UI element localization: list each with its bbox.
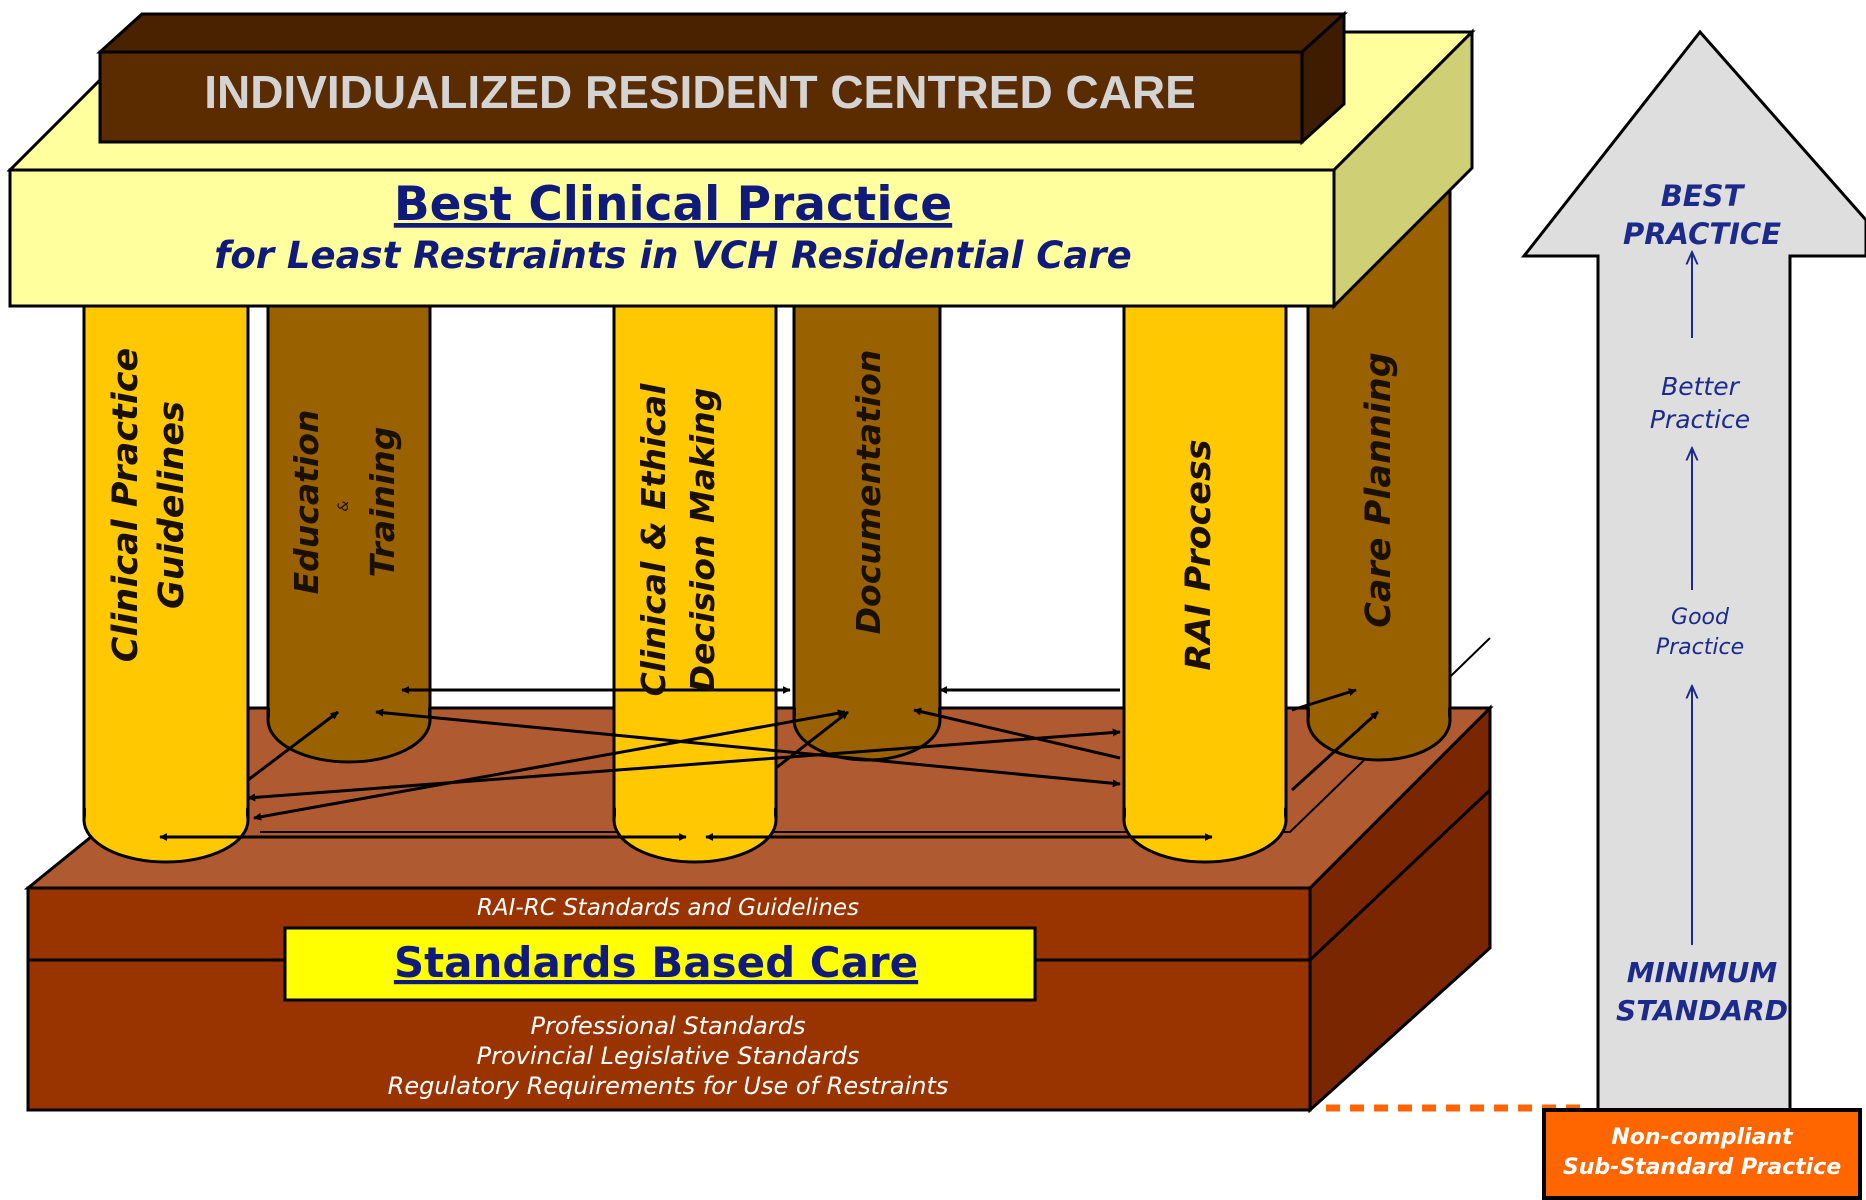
noncompliant-line2: Sub-Standard Practice <box>1563 1155 1841 1180</box>
scale-better-line1: Better <box>1661 372 1741 401</box>
pillar-label-clinical-ethical: Clinical & Ethical <box>634 383 673 696</box>
base-line-provincial: Provincial Legislative Standards <box>477 1042 860 1070</box>
beam-subtitle: for Least Restraints in VCH Residential … <box>214 234 1131 277</box>
scale-better-line2: Practice <box>1650 405 1750 434</box>
pillar-label-documentation: Documentation <box>849 350 888 635</box>
noncompliant-box <box>1542 1108 1862 1200</box>
pillar-label-guidelines: Guidelines <box>152 401 192 609</box>
scale-good-line2: Practice <box>1656 635 1744 660</box>
back-pillars <box>266 188 1452 764</box>
pillar-label-education: Education <box>287 410 326 595</box>
beam-title: Best Clinical Practice <box>394 177 952 232</box>
roof-brick <box>96 10 1348 146</box>
scale-best-line1: BEST <box>1661 179 1746 213</box>
pillar-rai-process <box>1122 298 1288 864</box>
pillar-label-care-planning: Care Planning <box>1359 352 1399 628</box>
base-top-label: RAI-RC Standards and Guidelines <box>477 895 859 921</box>
scale-best-line2: PRACTICE <box>1623 217 1781 251</box>
pillar-documentation <box>792 298 942 762</box>
standards-title: Standards Based Care <box>394 938 918 987</box>
pillar-label-rai-process: RAI Process <box>1179 439 1219 670</box>
pillar-label-training: Training <box>363 427 402 578</box>
base-line-regulatory: Regulatory Requirements for Use of Restr… <box>388 1072 949 1100</box>
connector-arrows <box>159 686 1380 841</box>
scale-min-line2: STANDARD <box>1616 994 1788 1027</box>
pillar-label-amp: & <box>336 500 352 511</box>
base-line-professional: Professional Standards <box>531 1012 806 1040</box>
pillar-label-clinical-practice: Clinical Practice <box>106 348 146 663</box>
scale-good-line1: Good <box>1671 605 1730 630</box>
standards-banner <box>283 926 1037 1002</box>
scale-min-line1: MINIMUM <box>1627 956 1778 989</box>
roof-title: INDIVIDUALIZED RESIDENT CENTRED CARE <box>204 66 1196 118</box>
pillar-label-decision-making: Decision Making <box>683 388 722 693</box>
pillar-labels: Clinical Practice Guidelines Education &… <box>106 348 1399 697</box>
noncompliant-line1: Non-compliant <box>1611 1125 1794 1150</box>
